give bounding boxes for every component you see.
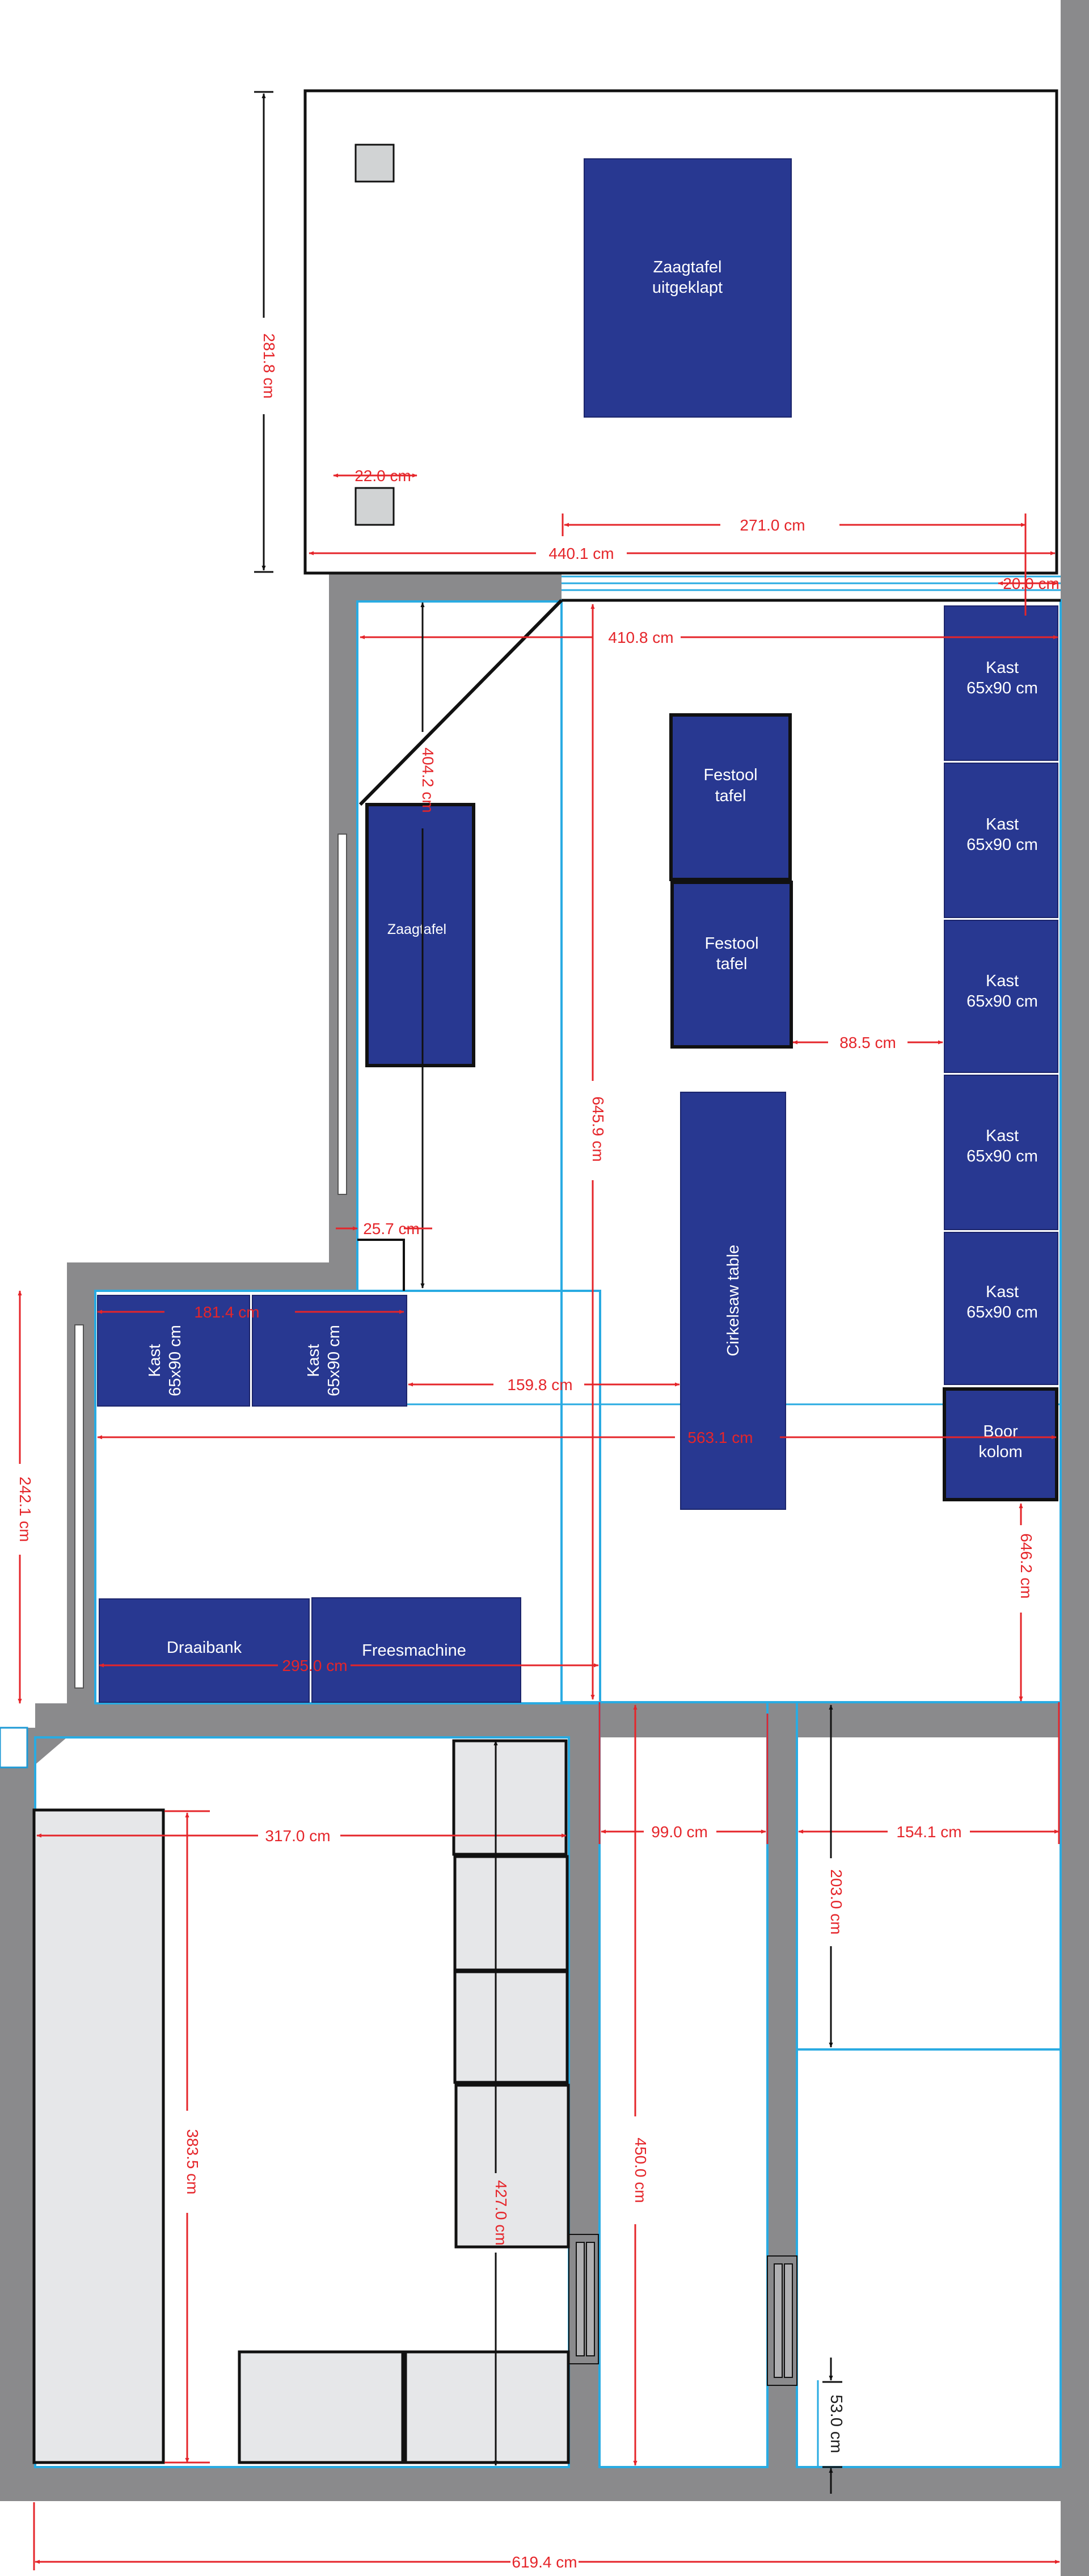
- festool-2-label-1: Festool: [704, 935, 758, 953]
- dim-645-9: 645.9 cm: [589, 1096, 607, 1161]
- dim-427-0: 427.0 cm: [492, 2180, 510, 2245]
- unit-1: [452, 1739, 568, 1856]
- kast-right-2: Kast 65x90 cm: [944, 763, 1058, 918]
- kast-right-4-label: Kast: [986, 1127, 1019, 1145]
- unit-5: [238, 2350, 404, 2464]
- diagonal-wall: [358, 599, 563, 806]
- wall-upper-horizontal: [329, 573, 562, 603]
- unit-4: [454, 2083, 570, 2249]
- wall-partition-a: [569, 1702, 600, 2501]
- kast-right-5-label: Kast: [986, 1283, 1019, 1301]
- kast-right-1-size: 65x90 cm: [966, 679, 1038, 697]
- draaibank-label: Draaibank: [167, 1639, 242, 1657]
- dim-317-0: 317.0 cm: [265, 1827, 330, 1845]
- dim-181-4: 181.4 cm: [194, 1303, 259, 1321]
- boor-kolom: Boor kolom: [943, 1387, 1058, 1501]
- kast-right-3: Kast 65x90 cm: [944, 920, 1058, 1073]
- kast-right-1-label: Kast: [986, 659, 1019, 677]
- festool-2-label-2: tafel: [716, 955, 748, 973]
- kast-right-3-size: 65x90 cm: [966, 992, 1038, 1011]
- unit-2: [453, 1855, 569, 1972]
- cirkelsaw-label: Cirkelsaw table: [724, 1245, 742, 1357]
- zaagtafel-open-label-1: Zaagtafel: [653, 258, 722, 276]
- door-swing-b: [767, 2255, 797, 2386]
- wall-bottom: [0, 2467, 1089, 2501]
- dim-295-0: 295.0 cm: [282, 1657, 347, 1674]
- kast-right-3-label: Kast: [986, 972, 1019, 990]
- post-bottom: [354, 487, 395, 526]
- door-swing-a: [568, 2234, 599, 2364]
- wall-left-lower: [0, 1728, 35, 2501]
- door-stub-left: [0, 1727, 28, 1769]
- kast-left-2-size: 65x90 cm: [325, 1325, 343, 1396]
- dim-242-1: 242.1 cm: [16, 1476, 34, 1542]
- kast-right-4-size: 65x90 cm: [966, 1147, 1038, 1165]
- dim-646-2: 646.2 cm: [1018, 1533, 1035, 1598]
- dim-383-5: 383.5 cm: [184, 2129, 201, 2194]
- dim-154-1: 154.1 cm: [896, 1823, 961, 1841]
- step-block: [357, 1239, 405, 1291]
- freesmachine-label: Freesmachine: [362, 1641, 466, 1660]
- kast-left-1-label: Kast: [146, 1344, 164, 1377]
- wall-corner-chamfer: [35, 1703, 67, 1765]
- freesmachine: Freesmachine: [311, 1597, 521, 1703]
- dim-410-8: 410.8 cm: [608, 629, 673, 646]
- kast-left-2: Kast 65x90 cm: [252, 1295, 407, 1407]
- unit-3: [453, 1970, 569, 2084]
- kast-right-1: Kast 65x90 cm: [944, 605, 1058, 761]
- window-west-middle: [74, 1324, 84, 1689]
- window-west-upper: [337, 834, 347, 1195]
- boor-kolom-label-2: kolom: [978, 1443, 1022, 1461]
- festool-1-label-2: tafel: [715, 787, 746, 805]
- festool-table-1: Festool tafel: [669, 713, 792, 881]
- dim-563-1: 563.1 cm: [687, 1429, 753, 1446]
- kast-right-2-size: 65x90 cm: [966, 836, 1038, 854]
- wall-mid-horizontal: [67, 1703, 1061, 1737]
- dim-159-8: 159.8 cm: [507, 1376, 572, 1394]
- threshold-lines: [562, 575, 1061, 591]
- zaagtafel-label: Zaagtafel: [387, 921, 446, 937]
- grey-units: [32, 1739, 570, 2464]
- dim-404-2: 404.2 cm: [419, 747, 437, 813]
- unit-6: [404, 2350, 570, 2464]
- dim-88-5: 88.5 cm: [839, 1034, 896, 1051]
- dimension-labels: 281.8 cm 22.0 cm 271.0 cm 440.1 cm 20.0 …: [16, 333, 1060, 2571]
- dim-271-0: 271.0 cm: [740, 516, 805, 534]
- kast-left-1: Kast 65x90 cm: [97, 1295, 250, 1407]
- dim-53-0: 53.0 cm: [827, 2394, 845, 2453]
- dim-22-0: 22.0 cm: [354, 467, 411, 485]
- kast-left-1-size: 65x90 cm: [166, 1325, 184, 1396]
- kast-right-2-label: Kast: [986, 815, 1019, 834]
- festool-1-label-1: Festool: [703, 766, 757, 784]
- dim-99-0: 99.0 cm: [651, 1823, 708, 1841]
- post-top: [354, 144, 395, 183]
- dimension-lines: [18, 91, 1060, 2570]
- room-west-middle: [94, 1290, 601, 1704]
- dim-440-1: 440.1 cm: [548, 545, 614, 562]
- wall-right-outer: [1061, 0, 1089, 2576]
- dim-20-0: 20.0 cm: [1003, 575, 1060, 592]
- wall-step-horizontal: [67, 1262, 357, 1291]
- dim-450-0: 450.0 cm: [632, 2137, 649, 2203]
- kast-right-5-size: 65x90 cm: [966, 1303, 1038, 1321]
- dim-203-0: 203.0 cm: [828, 1869, 845, 1934]
- zaagtafel-open: Zaagtafel uitgeklapt: [584, 158, 792, 418]
- zaagtafel: Zaagtafel: [365, 803, 475, 1067]
- dim-281-8: 281.8 cm: [260, 333, 278, 398]
- kast-right-4: Kast 65x90 cm: [944, 1075, 1058, 1230]
- kast-left-2-label: Kast: [305, 1344, 323, 1377]
- room-corridor: [598, 1701, 769, 2468]
- kast-right-5: Kast 65x90 cm: [944, 1232, 1058, 1385]
- zaagtafel-open-label-2: uitgeklapt: [652, 279, 723, 297]
- dim-619-4: 619.4 cm: [512, 2553, 577, 2571]
- draaibank: Draaibank: [99, 1598, 310, 1703]
- dim-25-7: 25.7 cm: [363, 1220, 420, 1238]
- festool-table-2: Festool tafel: [670, 881, 793, 1049]
- bench-long: [32, 1808, 165, 2464]
- cirkelsaw-table: Cirkelsaw table: [680, 1092, 786, 1510]
